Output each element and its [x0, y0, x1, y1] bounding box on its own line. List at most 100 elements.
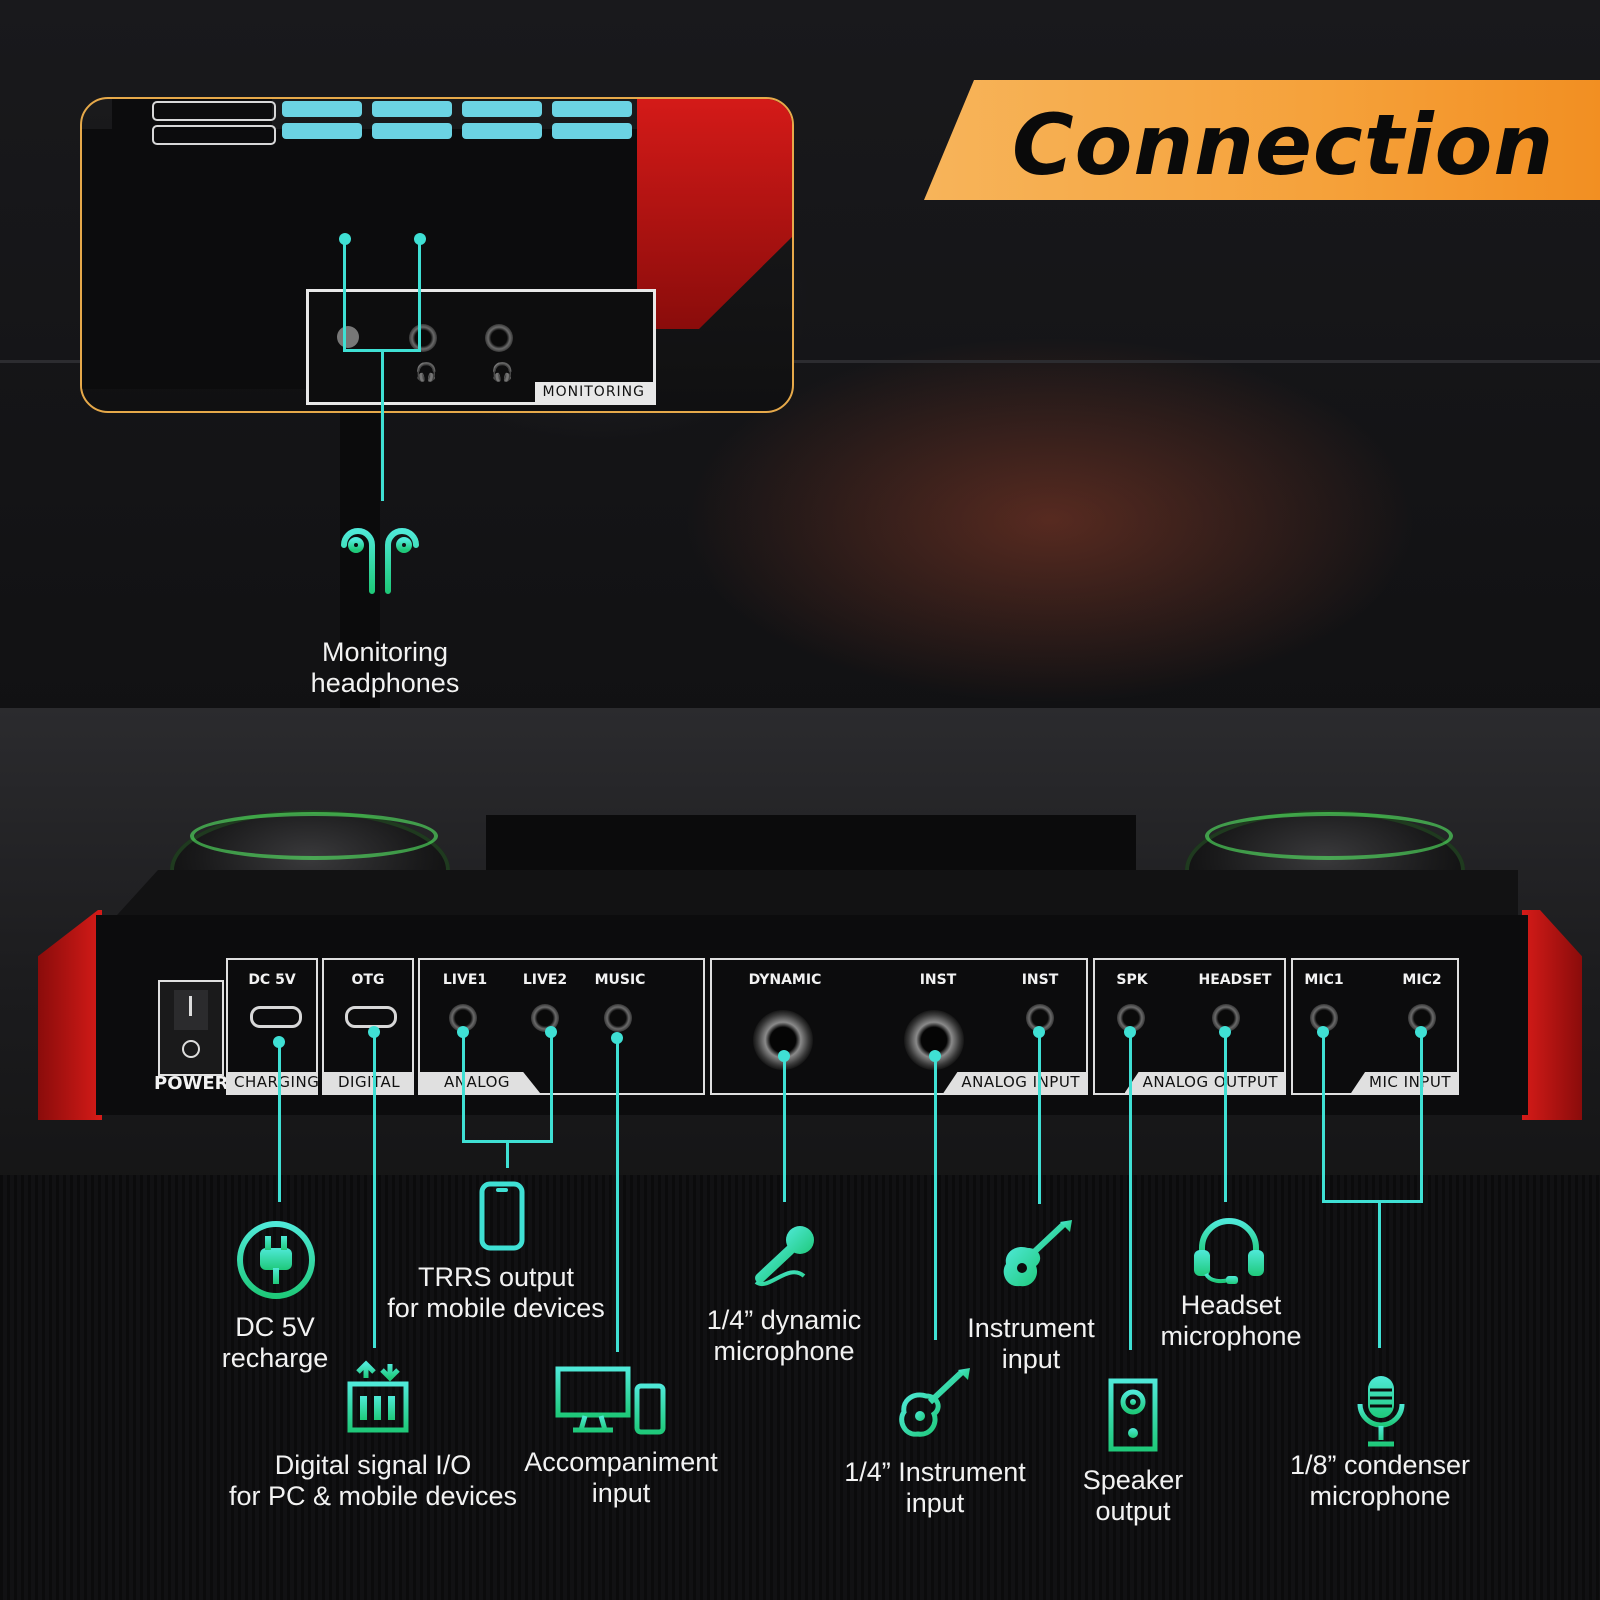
caption-line: Headset: [1180, 1290, 1282, 1320]
right-knob-glow: [1205, 812, 1453, 860]
condenser-mic-caption: 1/8” condenser microphone: [1270, 1450, 1490, 1512]
analog-input-section: ANALOG INPUT: [710, 958, 1088, 1095]
connector-line: [1038, 1032, 1041, 1204]
caption-line: output: [1095, 1496, 1171, 1526]
connector-line: [373, 1032, 376, 1348]
dynamic-mic-caption: 1/4” dynamic microphone: [680, 1305, 888, 1367]
caption-line: microphone: [1309, 1481, 1451, 1511]
headset-mic-caption: Headset microphone: [1148, 1290, 1314, 1352]
trrs-output-caption: TRRS output for mobile devices: [370, 1262, 622, 1324]
analog-section: ANALOG: [418, 958, 705, 1095]
dc5v-recharge-caption: DC 5V recharge: [190, 1312, 360, 1374]
digital-section: DIGITAL: [322, 958, 414, 1095]
port-label-live1: LIVE1: [442, 972, 488, 988]
caption-line: input: [905, 1488, 965, 1518]
port-label-headset: HEADSET: [1198, 972, 1272, 988]
monitoring-label: MONITORING: [534, 382, 653, 402]
caption-line: input: [1001, 1344, 1061, 1374]
instrument-input-caption: Instrument input: [950, 1313, 1112, 1375]
port-label-dc5v: DC 5V: [248, 972, 296, 988]
connector-line: [381, 349, 384, 501]
pad-key: [372, 123, 452, 139]
pad-key: [282, 123, 362, 139]
connector-line: [616, 1038, 619, 1352]
earbuds-icon: [334, 515, 426, 607]
port-label-mic2: MIC2: [1402, 972, 1442, 988]
connector-line: [418, 239, 421, 351]
monitoring-headphones-caption: Monitoring headphones: [280, 637, 490, 699]
monitoring-inset: 🎧 🎧 MONITORING: [80, 97, 794, 413]
headphone-jack-1: [409, 324, 437, 352]
port-label-live2: LIVE2: [522, 972, 568, 988]
guitar-icon: [998, 1218, 1078, 1292]
condenser-mic-icon: [1354, 1374, 1408, 1450]
monitoring-panel: 🎧 🎧 MONITORING: [306, 289, 656, 405]
connector-line: [1224, 1032, 1227, 1202]
caption-line: 1/4” dynamic: [706, 1305, 862, 1335]
switch-on-mark: [189, 996, 192, 1016]
headphone-jack-2: [485, 324, 513, 352]
connector-line: [506, 1140, 509, 1168]
caption-line: TRRS output: [417, 1262, 575, 1292]
caption-line: Instrument: [967, 1313, 1095, 1343]
caption-line: for mobile devices: [387, 1293, 605, 1323]
guitar-icon: [896, 1366, 976, 1440]
mode-buttons: [112, 99, 276, 145]
connector-line: [1322, 1200, 1423, 1203]
led-indicator: [337, 326, 359, 348]
caption-line: for PC & mobile devices: [228, 1481, 518, 1511]
pad-key: [552, 101, 632, 117]
inset-red-side: [637, 99, 792, 329]
left-knob-glow: [190, 812, 438, 860]
connector-line: [550, 1032, 553, 1142]
port-label-music: MUSIC: [594, 972, 646, 988]
caption-line: microphone: [1160, 1321, 1302, 1351]
headset-icon: [1192, 1216, 1266, 1286]
charging-label: CHARGING: [228, 1072, 319, 1093]
connector-line: [1129, 1032, 1132, 1350]
connector-line: [1420, 1032, 1423, 1202]
connector-line: [462, 1032, 465, 1142]
pad-key: [282, 101, 362, 117]
connector-line: [278, 1042, 281, 1202]
port-label-inst: INST: [919, 972, 957, 988]
digital-label: DIGITAL: [324, 1072, 412, 1093]
analog-output-label: ANALOG OUTPUT: [1124, 1072, 1284, 1093]
usb-c-port-otg: [345, 1006, 397, 1028]
analog-input-label: ANALOG INPUT: [943, 1072, 1086, 1093]
port-label-mic1: MIC1: [1304, 972, 1344, 988]
caption-line: Monitoring: [321, 637, 449, 667]
caption-line: microphone: [713, 1336, 855, 1366]
caption-line: 1/8” condenser: [1289, 1450, 1471, 1480]
monitor-phone-icon: [555, 1366, 667, 1436]
pad-key: [552, 123, 632, 139]
connector-line: [1378, 1200, 1381, 1348]
original-sound-button: [152, 125, 276, 145]
usb-c-port-dc5v: [250, 1006, 302, 1028]
caption-line: recharge: [221, 1343, 329, 1373]
caption-line: Accompaniment: [524, 1447, 718, 1477]
switch-off-mark: [182, 1040, 200, 1058]
pad-key: [462, 101, 542, 117]
digital-io-caption: Digital signal I/O for PC & mobile devic…: [212, 1450, 534, 1512]
port-label-otg: OTG: [351, 972, 385, 988]
speaker-output-caption: Speaker output: [1064, 1465, 1202, 1527]
mic-input-section: MIC INPUT: [1291, 958, 1459, 1095]
page-title: Connection: [1012, 96, 1555, 194]
mic-input-label: MIC INPUT: [1351, 1072, 1457, 1093]
pad-key: [462, 123, 542, 139]
analog-output-section: ANALOG OUTPUT: [1093, 958, 1286, 1095]
power-switch: [158, 980, 224, 1076]
title-banner: [924, 80, 1600, 200]
headphone-glyph-icon: 🎧: [491, 362, 514, 382]
power-label: POWER: [154, 1073, 229, 1094]
smartphone-icon: [478, 1180, 526, 1252]
caption-line: 1/4” Instrument: [844, 1457, 1026, 1487]
caption-line: Speaker: [1082, 1465, 1184, 1495]
analog-label: ANALOG: [420, 1072, 540, 1093]
digital-io-icon: [346, 1360, 410, 1436]
effect-pad-keys: [282, 99, 722, 139]
connector-line: [934, 1056, 937, 1340]
wall-edge: [0, 360, 1600, 363]
instrument-quarter-caption: 1/4” Instrument input: [830, 1457, 1040, 1519]
